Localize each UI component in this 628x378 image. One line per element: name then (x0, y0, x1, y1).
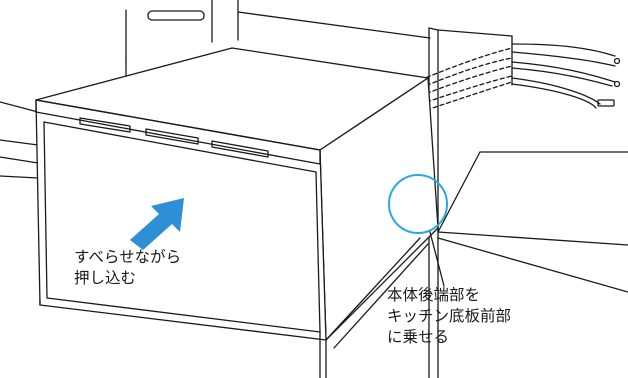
callout-line-2: キッチン底板前部 (387, 307, 512, 325)
callout-line-3: に乗せる (387, 328, 450, 346)
slide-instruction-line-2: 押し込む (74, 269, 137, 287)
slide-instruction-line-1: すべらせながら (74, 248, 182, 266)
floor-lines-left (0, 101, 39, 179)
dishwasher-body (35, 47, 439, 341)
callout-leader-line (429, 231, 445, 287)
highlight-circle-icon (388, 174, 448, 234)
floor-rail (319, 237, 429, 378)
cabinet-handle (147, 10, 205, 21)
front-panel (39, 121, 321, 333)
callout-label: 本体後端部を キッチン底板前部 に乗せる (387, 285, 511, 348)
control-band (35, 99, 321, 165)
callout-line-1: 本体後端部を (387, 286, 481, 304)
slide-instruction-label: すべらせながら 押し込む (74, 247, 181, 289)
push-arrow-icon (130, 198, 184, 250)
kitchen-cabinet-side-panel (428, 27, 628, 378)
hoses (419, 43, 621, 113)
